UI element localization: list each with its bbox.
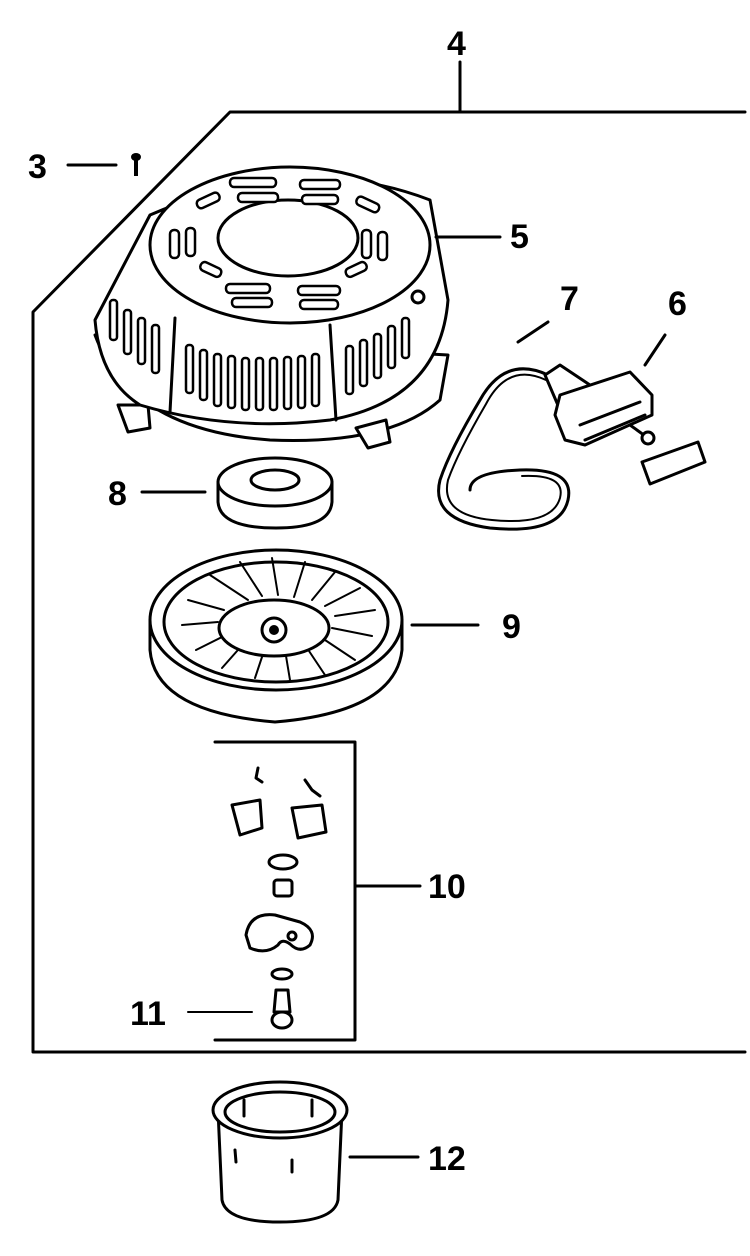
callout-9: 9 (502, 608, 521, 646)
spring-washer-part (140, 456, 334, 530)
rope-pulley-part (148, 548, 480, 724)
callout-11: 11 (130, 995, 166, 1033)
callout-8: 8 (108, 475, 127, 513)
callout-7: 7 (560, 280, 579, 318)
screw-part (66, 153, 141, 176)
starter-handle-part (543, 333, 707, 486)
callout-4: 4 (447, 25, 466, 63)
callout-3: 3 (28, 148, 47, 186)
ratchet-kit-part (187, 740, 422, 1042)
callout-5: 5 (510, 218, 529, 256)
starter-cup-part (211, 1080, 420, 1224)
callout-12: 12 (428, 1140, 466, 1178)
starter-rope-part (437, 320, 571, 531)
callout-6: 6 (668, 285, 687, 323)
recoil-housing-part (93, 165, 502, 450)
assembly-bracket-outline (31, 60, 747, 1054)
callout-10: 10 (428, 868, 466, 906)
